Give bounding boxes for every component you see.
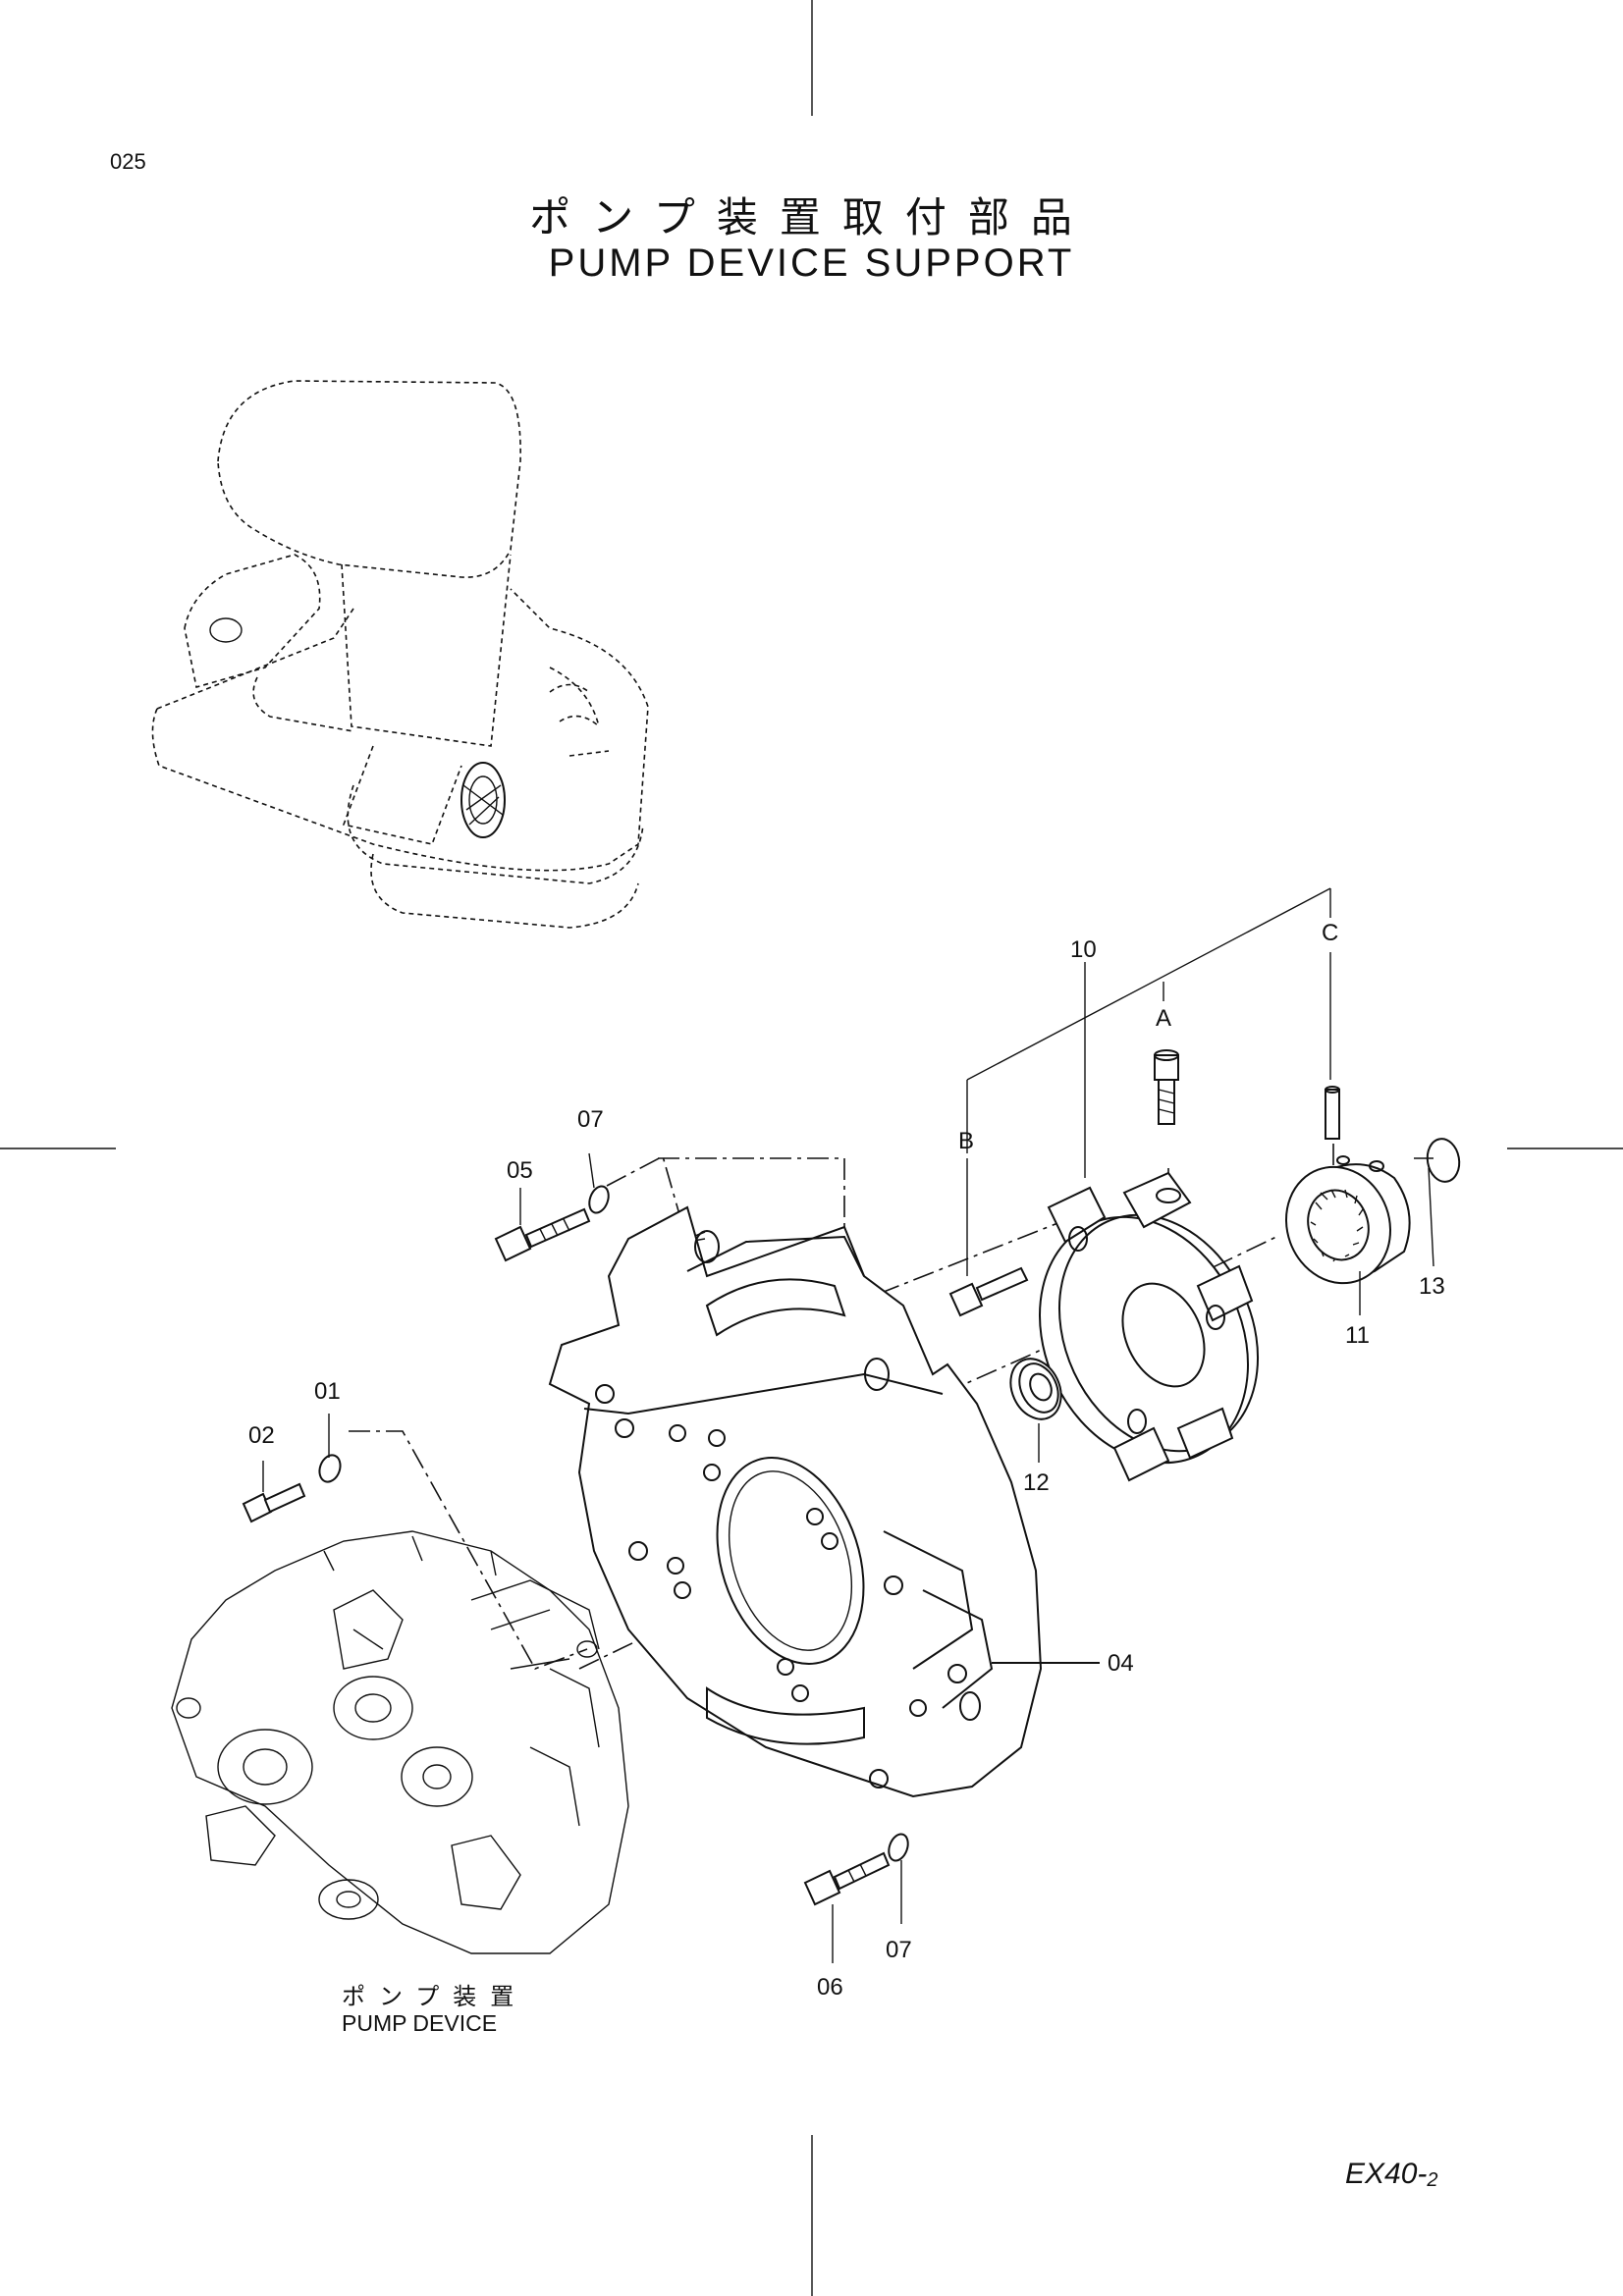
reference-a: A <box>1156 1005 1171 1032</box>
washer-07-top <box>588 1185 610 1214</box>
snap-ring-13 <box>1426 1138 1461 1183</box>
callout-01: 01 <box>314 1378 341 1405</box>
callout-06: 06 <box>817 1974 843 2001</box>
pin-c <box>1325 1086 1340 1140</box>
leader-lines <box>262 887 1434 1963</box>
callout-10: 10 <box>1070 936 1097 963</box>
reference-c: C <box>1322 920 1338 946</box>
bolt-02 <box>242 1482 306 1523</box>
machine-overview-illustration <box>151 380 649 929</box>
coupling-bolt-b <box>948 1266 1029 1317</box>
coupling-10 <box>1039 1171 1260 1482</box>
callout-11: 11 <box>1345 1322 1370 1349</box>
bolt-06 <box>803 1851 891 1906</box>
callout-07-bottom: 07 <box>886 1937 912 1963</box>
callout-12: 12 <box>1023 1469 1050 1496</box>
model-code-suffix: 2 <box>1427 2169 1438 2191</box>
callout-labels: 01 02 04 05 06 07 07 10 11 12 13 A B C <box>248 920 1445 2001</box>
pump-device-label-japanese: ポンプ装置 <box>342 1983 528 2010</box>
page-number: 025 <box>110 149 146 174</box>
title-english: PUMP DEVICE SUPPORT <box>548 241 1075 285</box>
callout-07-top: 07 <box>577 1106 604 1133</box>
hub-11 <box>1285 1155 1411 1285</box>
seal-12 <box>1009 1358 1062 1420</box>
pump-device-illustration <box>171 1530 629 1954</box>
bolt-05 <box>494 1207 591 1262</box>
callout-13: 13 <box>1419 1273 1445 1300</box>
model-code: EX40-2 <box>1345 2158 1438 2192</box>
washer-01 <box>318 1454 342 1483</box>
callout-04: 04 <box>1108 1650 1134 1677</box>
pump-device-label-english: PUMP DEVICE <box>342 2010 498 2036</box>
pump-bracket-04 <box>548 1205 1100 1798</box>
model-code-main: EX40- <box>1345 2158 1428 2190</box>
washer-07-bottom <box>888 1833 909 1862</box>
reference-b: B <box>958 1128 974 1154</box>
callout-02: 02 <box>248 1422 275 1449</box>
title-japanese: ポンプ装置取付部品 <box>529 193 1094 241</box>
callout-05: 05 <box>507 1157 533 1184</box>
coupling-bolt-a <box>1154 1049 1179 1125</box>
